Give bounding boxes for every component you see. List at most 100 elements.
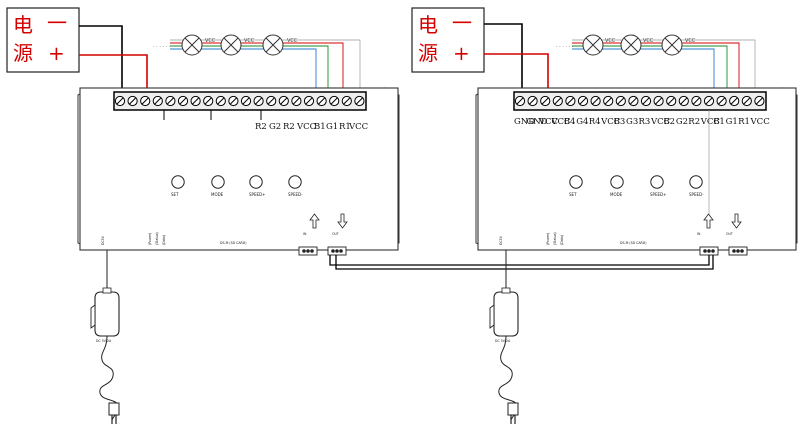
terminal-screw (527, 95, 538, 107)
terminal-label: B3 (614, 117, 626, 127)
out-label: OUT (332, 232, 339, 236)
terminal-label: VCC (600, 117, 620, 127)
terminal-label: VCC (550, 117, 570, 127)
svg-text:VCC: VCC (643, 38, 654, 44)
lamp-2: VCC (620, 34, 654, 56)
lamp-1: VCC (181, 34, 216, 56)
button-row: SET MODE SPEED+ SPEED- (569, 175, 704, 197)
terminal-screw (127, 95, 138, 107)
lamp-2: VCC (220, 34, 255, 56)
psu-plus: + (453, 41, 470, 65)
terminal-screw (354, 95, 365, 107)
in-label: IN (697, 232, 701, 236)
control-button[interactable]: SPEED+ (650, 175, 666, 197)
status-label: (Data) (560, 235, 564, 245)
control-button[interactable]: SPEED+ (249, 175, 265, 197)
terminal-screw (190, 95, 201, 107)
psu-minus: 一 (47, 11, 67, 35)
plug (108, 402, 120, 416)
terminal-screw (628, 95, 639, 107)
data-cable (329, 255, 714, 270)
terminal-screw (278, 95, 289, 107)
status-label: (Status) (155, 232, 159, 245)
dc-label: DC5V (499, 235, 503, 245)
power-adapter-right: DC 5V/2A (489, 250, 519, 424)
terminal-screw (152, 95, 163, 107)
terminal-screw (514, 95, 526, 107)
psu-char-bottom: 源 (13, 41, 33, 65)
terminal-screw (266, 95, 277, 107)
status-label: (Power) (546, 233, 550, 245)
terminal-screw (165, 95, 176, 107)
button-row: SET MODE SPEED+ SPEED- (171, 175, 303, 197)
control-button[interactable]: SET (171, 175, 185, 197)
control-button[interactable]: SPEED- (288, 175, 303, 197)
button-label: SPEED+ (650, 192, 666, 197)
terminal-label: B4 (564, 117, 576, 127)
adapter-label: DC 5V/2A (96, 339, 112, 343)
svg-text:VCC: VCC (685, 38, 696, 44)
terminal-label: VCC (700, 117, 720, 127)
status-label: (Power) (148, 233, 152, 245)
lamp-1: VCC (582, 34, 616, 56)
terminal-label: GND (514, 117, 535, 127)
terminal-screw (140, 95, 151, 107)
terminal-label: R4 (589, 117, 601, 127)
in-arrow (703, 213, 714, 229)
terminal-label: GND (526, 117, 547, 127)
svg-text:VCC: VCC (244, 38, 255, 44)
control-button[interactable]: MODE (211, 175, 225, 197)
terminal-label: VCC (650, 117, 670, 127)
terminal-label: VCC (296, 122, 316, 132)
control-button[interactable]: MODE (610, 175, 624, 197)
control-button[interactable]: SET (569, 175, 583, 197)
terminal-screw (240, 95, 252, 107)
adapter-label: DC 5V/2A (495, 339, 511, 343)
svg-text:VCC: VCC (205, 38, 216, 44)
out-label: OUT (726, 232, 733, 236)
terminal-screw (253, 95, 264, 107)
terminal-screw (114, 95, 126, 107)
terminal-block (513, 91, 767, 111)
psu-plus: + (48, 41, 65, 65)
button-label: SET (569, 192, 577, 197)
terminal-screw (203, 95, 214, 107)
model-label: DS-M (SD CARD) (620, 241, 646, 245)
power-supply-right: 电 源 一 + (411, 7, 485, 73)
terminal-label: R1 (339, 122, 351, 132)
terminal-screw (177, 95, 189, 107)
terminal-label: G1 (726, 117, 738, 127)
in-label: IN (303, 232, 307, 236)
terminal-screw (741, 95, 752, 107)
psu-char-top: 电 (13, 13, 33, 37)
terminal-label: G2 (676, 117, 688, 127)
psu-char-bottom: 源 (418, 41, 438, 65)
terminal-block (113, 91, 367, 111)
terminal-label: VCC (348, 122, 368, 132)
terminal-screw (329, 95, 340, 107)
control-button[interactable]: SPEED- (689, 175, 704, 197)
terminal-label: VCC (538, 117, 558, 127)
power-wires-right (484, 23, 549, 97)
terminal-screw (303, 95, 315, 107)
model-label: DS-M (SD CARD) (220, 241, 246, 245)
terminal-screw (653, 95, 664, 107)
power-supply-left: 电 源 一 + (6, 7, 80, 73)
terminal-screw (552, 95, 563, 107)
lamp-chain-right: . . . . . . VCC VCC VCC (556, 34, 756, 97)
terminal-label: VCC (750, 117, 770, 127)
plug (507, 402, 519, 416)
terminal-screw (703, 95, 715, 107)
terminal-label: G1 (326, 122, 338, 132)
lamp-3: VCC (661, 34, 696, 56)
terminal-screw (316, 95, 327, 107)
dc-label: DC5V (101, 235, 105, 245)
terminal-label: G4 (576, 117, 588, 127)
button-label: MODE (211, 192, 224, 197)
terminal-screw (754, 95, 765, 107)
